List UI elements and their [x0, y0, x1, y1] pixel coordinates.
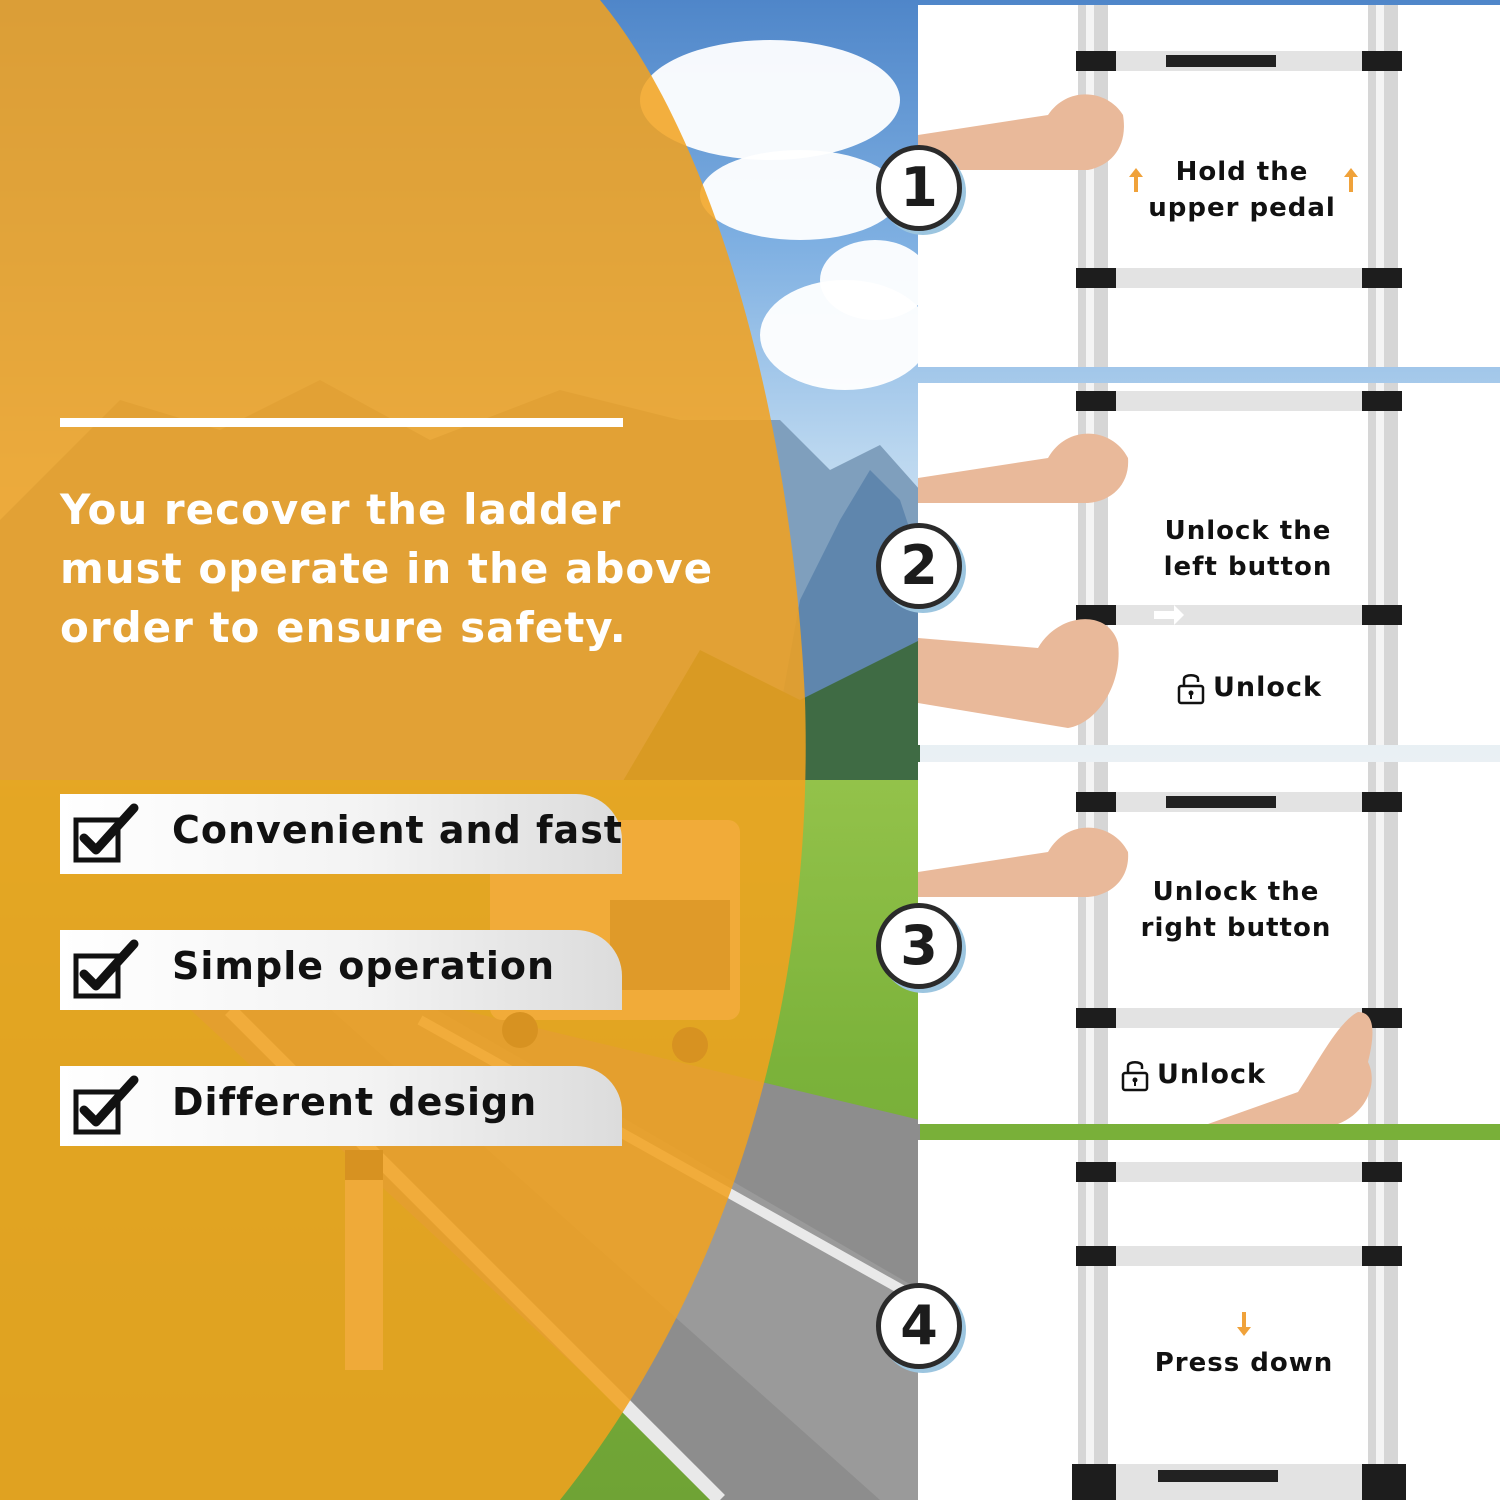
step-badge-4: 4	[876, 1283, 962, 1369]
down-arrow-icon	[1237, 1312, 1251, 1336]
headline-line: order to ensure safety.	[60, 603, 627, 652]
headline-line: You recover the ladder	[60, 485, 622, 534]
checkbox-checked-icon	[73, 803, 139, 863]
step-instruction: Hold the upper pedal	[1142, 154, 1342, 226]
cloud	[700, 150, 900, 240]
headline: You recover the ladder must operate in t…	[60, 480, 760, 657]
step-panel-2: Unlock the left button Unlock	[918, 383, 1500, 745]
step-instruction-line: right button	[1140, 913, 1332, 943]
step-instruction: Unlock the left button	[1148, 513, 1348, 585]
step-panel-1: Hold the upper pedal	[918, 5, 1500, 367]
feature-convenient: Convenient and fast	[60, 794, 622, 874]
step-panel-4: Press down	[918, 1140, 1500, 1500]
unlock-label: Unlock	[1121, 1058, 1266, 1092]
unlock-text: Unlock	[1157, 1059, 1266, 1090]
step-instruction-line: Unlock the	[1152, 877, 1320, 907]
lock-open-icon	[1177, 674, 1205, 705]
lock-open-icon	[1121, 1061, 1149, 1092]
step-badge-1: 1	[876, 145, 962, 231]
unlock-label: Unlock	[1177, 671, 1322, 705]
step-instruction-line: left button	[1163, 552, 1333, 582]
step-instruction: Unlock the right button	[1136, 874, 1336, 946]
checkbox-checked-icon	[73, 1075, 139, 1135]
cloud	[820, 240, 930, 320]
step-instruction-line: Unlock the	[1164, 516, 1332, 546]
ladder-illustration	[918, 383, 1402, 745]
ladder-illustration	[918, 762, 1402, 1124]
feature-label: Simple operation	[172, 944, 556, 988]
step-badge-2: 2	[876, 523, 962, 609]
divider-rule	[60, 418, 623, 427]
up-arrow-icon	[1129, 168, 1143, 192]
step-badge-3: 3	[876, 903, 962, 989]
step-number: 4	[900, 1294, 938, 1357]
step-instruction-line: Hold the	[1175, 157, 1309, 187]
step-instruction: Press down	[1144, 1345, 1344, 1381]
feature-label: Convenient and fast	[172, 808, 623, 852]
ladder-illustration	[918, 5, 1402, 367]
step-number: 3	[900, 914, 938, 977]
feature-label: Different design	[172, 1080, 538, 1124]
headline-line: must operate in the above	[60, 544, 714, 593]
ladder-illustration	[1072, 1140, 1406, 1500]
unlock-text: Unlock	[1213, 672, 1322, 703]
feature-simple: Simple operation	[60, 930, 622, 1010]
step-number: 1	[900, 156, 938, 219]
step-instruction-line: upper pedal	[1148, 193, 1336, 223]
feature-design: Different design	[60, 1066, 622, 1146]
up-arrow-icon	[1344, 168, 1358, 192]
step-instruction-line: Press down	[1154, 1348, 1334, 1378]
step-panel-3: Unlock the right button Unlock	[918, 762, 1500, 1124]
checkbox-checked-icon	[73, 939, 139, 999]
step-number: 2	[900, 534, 938, 597]
